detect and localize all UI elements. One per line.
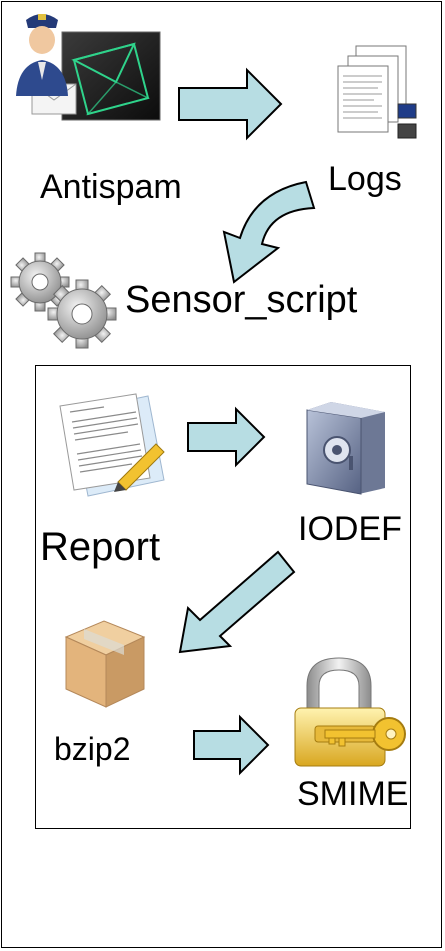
arrow-report-to-iodef bbox=[186, 406, 268, 468]
iodef-label: IODEF bbox=[298, 510, 402, 548]
smime-label: SMIME bbox=[297, 775, 409, 813]
arrow-bzip2-to-smime bbox=[192, 714, 272, 776]
logs-label: Logs bbox=[328, 160, 402, 198]
report-icon bbox=[52, 392, 170, 502]
arrow-logs-to-sensor bbox=[212, 178, 322, 288]
lock-icon bbox=[285, 652, 417, 770]
antispam-icon bbox=[12, 6, 162, 122]
logs-icon bbox=[334, 44, 420, 144]
bzip2-label: bzip2 bbox=[54, 731, 131, 767]
report-label: Report bbox=[40, 525, 161, 569]
arrow-antispam-to-logs bbox=[177, 66, 287, 142]
gears-icon bbox=[10, 252, 130, 350]
antispam-label: Antispam bbox=[40, 168, 182, 206]
arrow-iodef-to-bzip2 bbox=[176, 548, 300, 658]
box-icon bbox=[60, 615, 150, 711]
inner-process-box bbox=[35, 365, 411, 829]
sensor-script-label: Sensor_script bbox=[125, 279, 358, 321]
safe-icon bbox=[303, 400, 389, 496]
